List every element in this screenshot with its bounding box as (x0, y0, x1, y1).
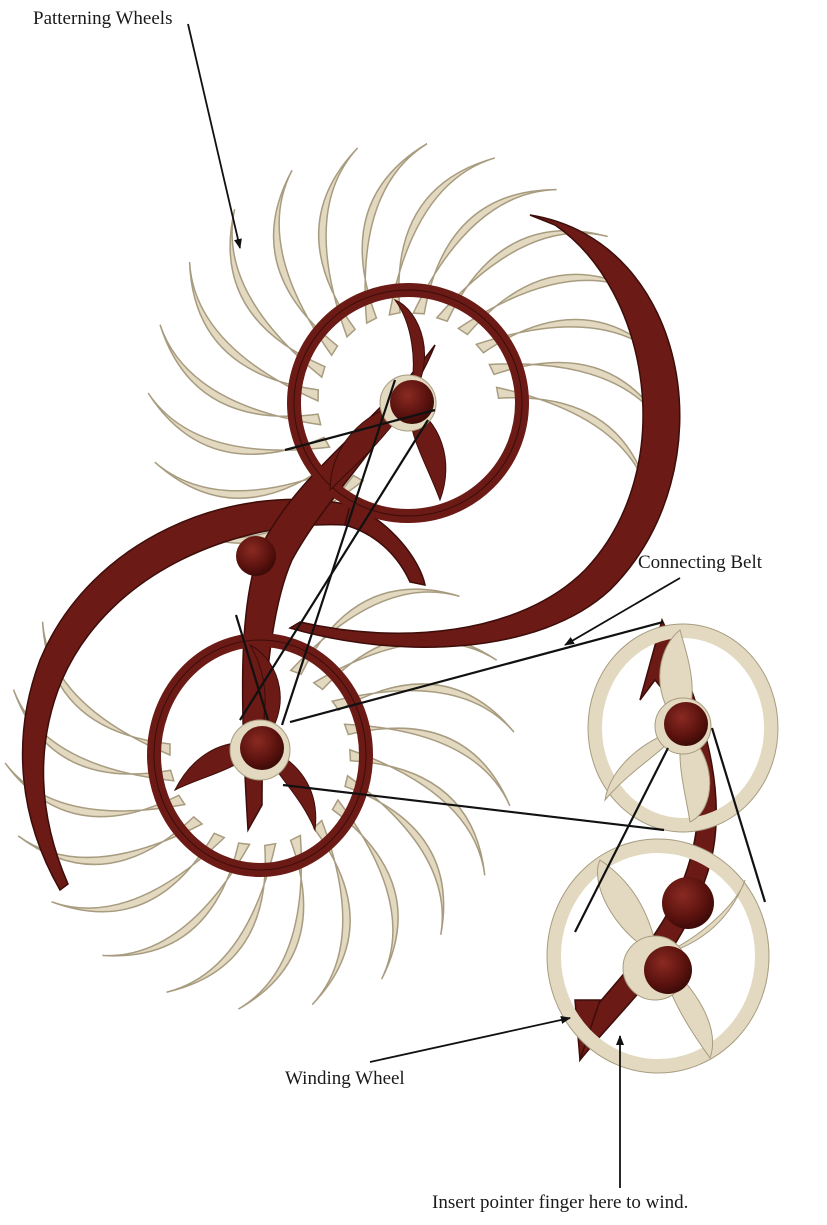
arrow-winding-wheel (370, 1018, 570, 1062)
patterning-wheels-label: Patterning Wheels (33, 8, 172, 30)
winding-wheel-label: Winding Wheel (285, 1068, 405, 1090)
insert-pointer-label: Insert pointer finger here to wind. (432, 1192, 688, 1214)
upper-patterning-blades (148, 144, 666, 544)
connecting-belt-label: Connecting Belt (638, 552, 762, 574)
arrow-patterning-wheels (188, 24, 240, 248)
